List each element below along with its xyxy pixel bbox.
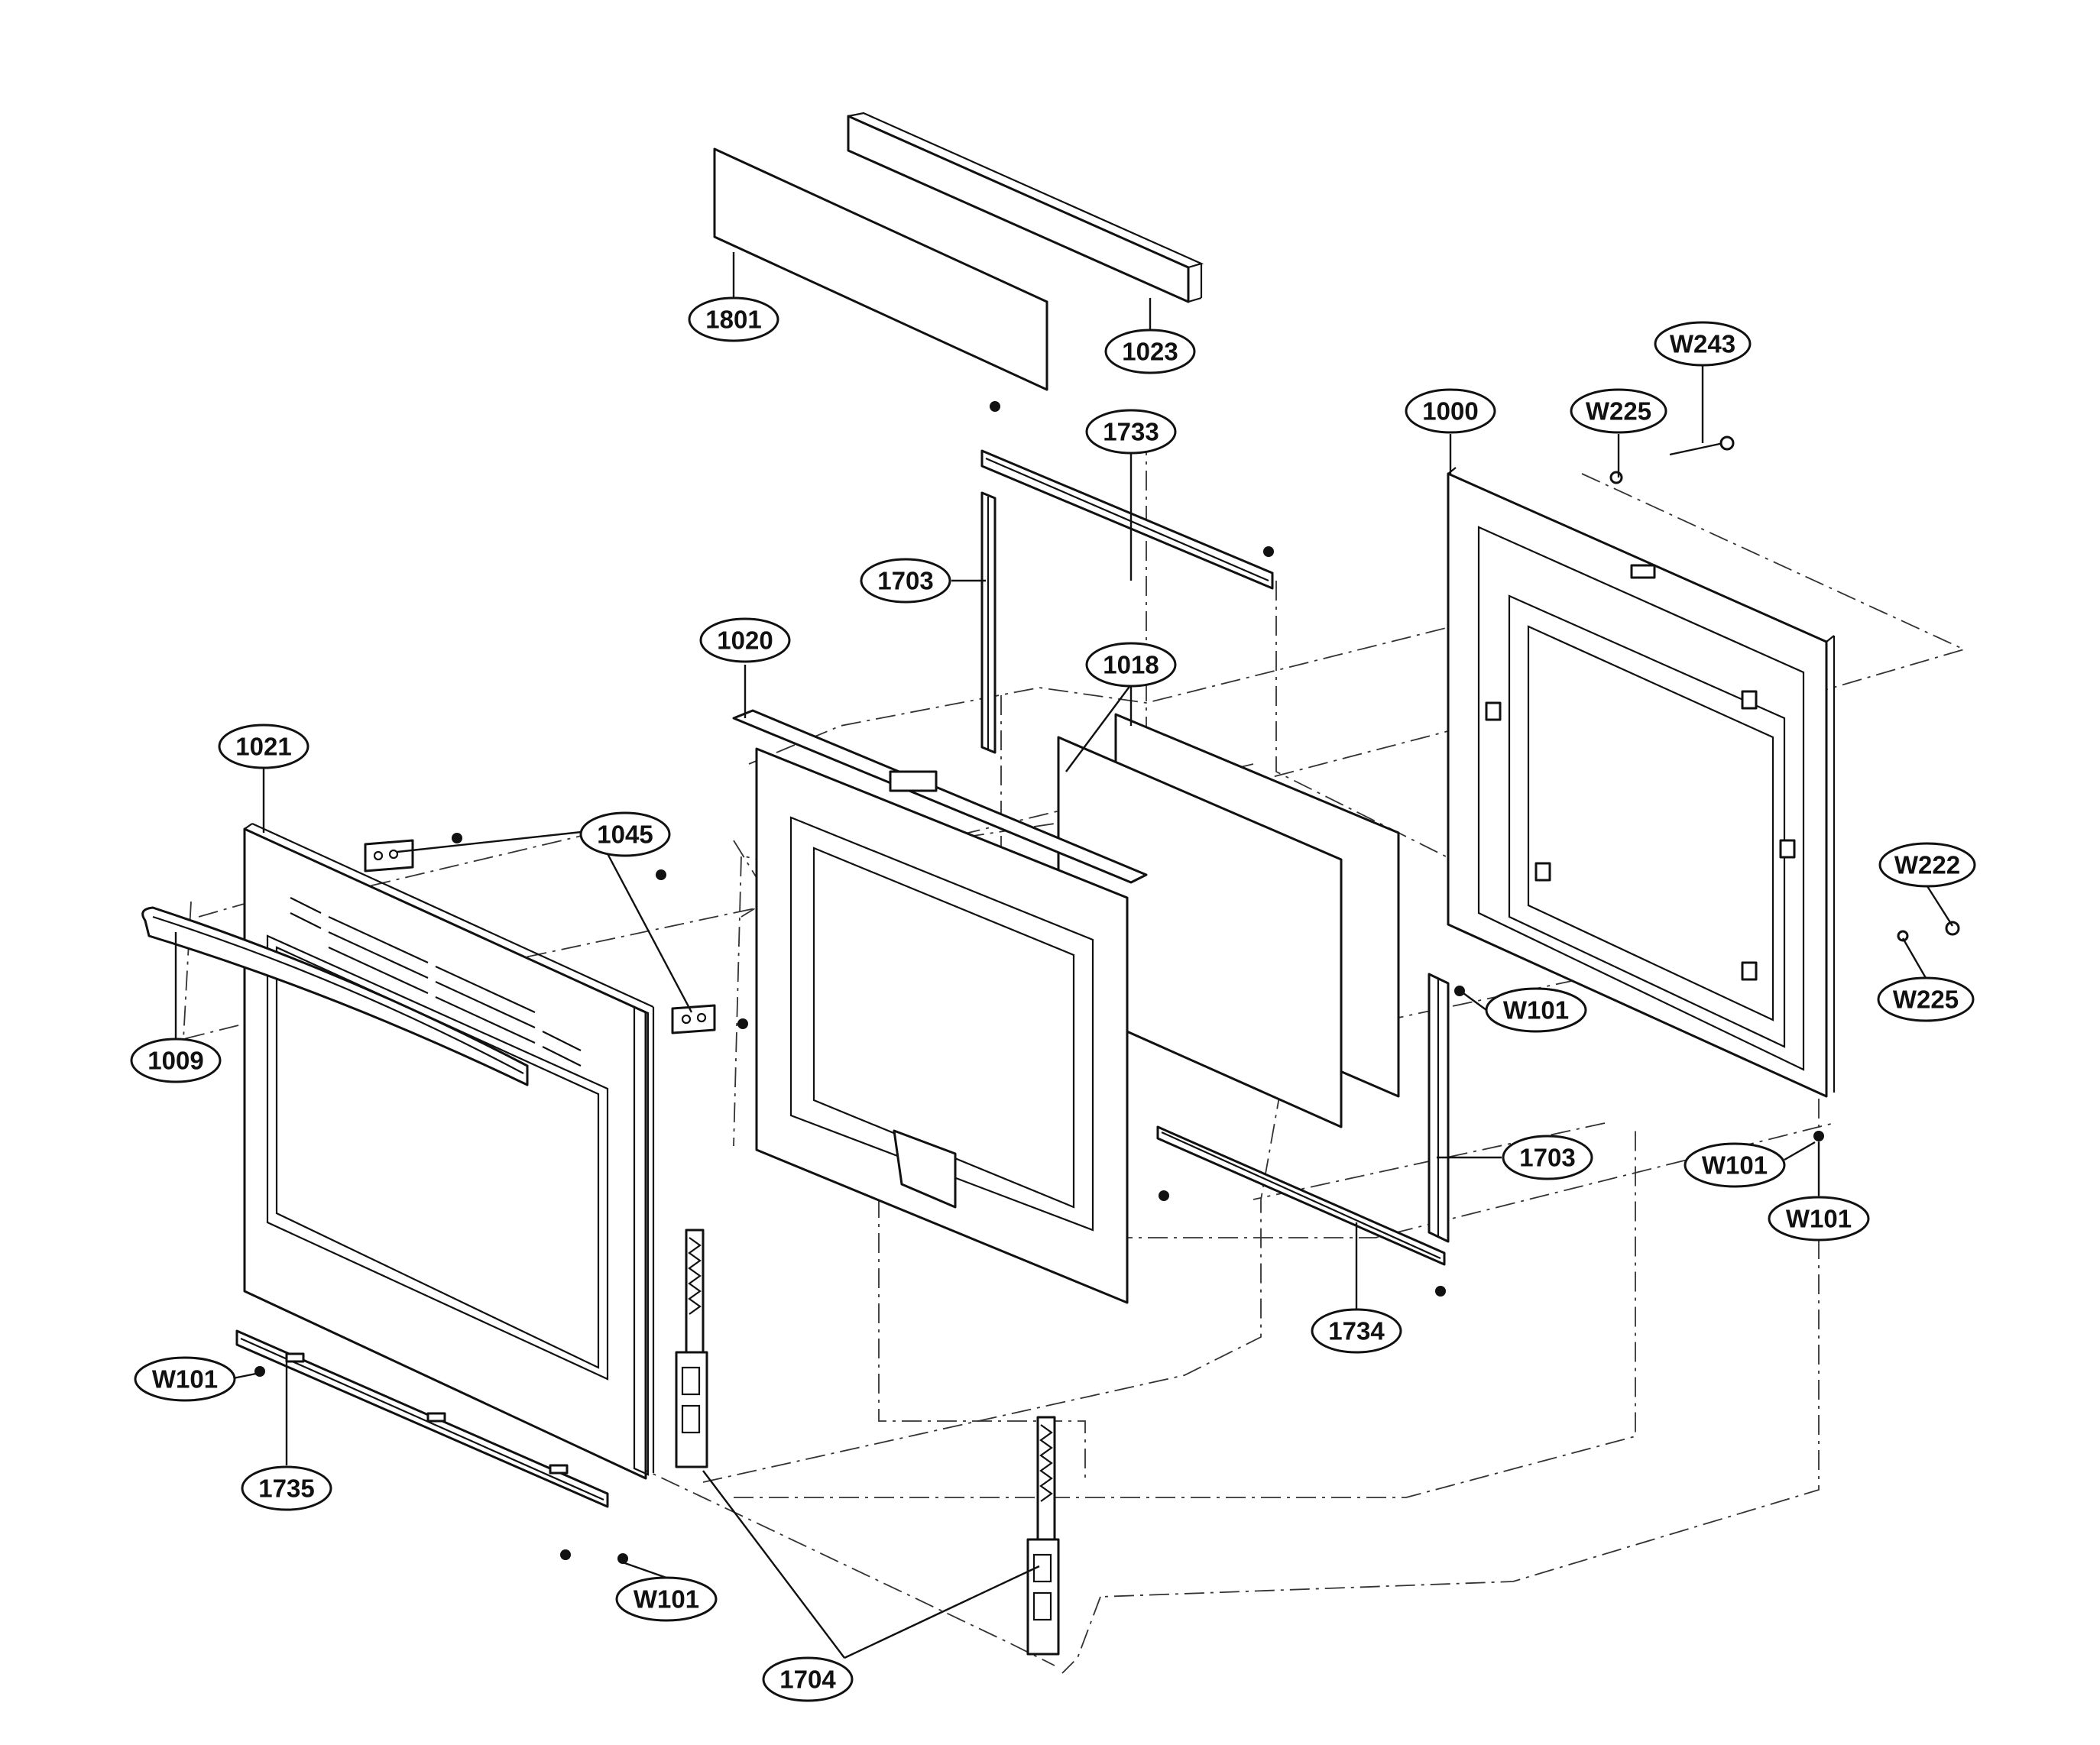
callout-1023: 1023	[1104, 329, 1196, 374]
callout-label: W101	[634, 1585, 699, 1614]
callout-1704: 1704	[762, 1656, 854, 1702]
callout-1801: 1801	[688, 296, 779, 342]
callout-label: W101	[1503, 996, 1569, 1025]
callout-w101-right-a: W101	[1684, 1142, 1786, 1188]
callout-label: 1735	[258, 1475, 314, 1503]
callout-label: W225	[1586, 397, 1651, 426]
callout-label: 1000	[1422, 397, 1478, 426]
callout-1009: 1009	[130, 1038, 222, 1083]
callout-w101-right-b: W101	[1768, 1196, 1870, 1242]
outer-door-1021	[243, 822, 655, 1480]
side-seal-1703-upper	[980, 491, 997, 754]
callout-label: 1018	[1103, 651, 1159, 679]
top-channel-1733	[980, 449, 1274, 590]
callout-1020: 1020	[699, 617, 791, 663]
callout-w101-bottom: W101	[615, 1576, 718, 1622]
middle-door-panel-1020	[732, 709, 1148, 1304]
door-handle-1009	[141, 906, 529, 1086]
callout-label: W101	[1786, 1205, 1852, 1233]
callout-w222: W222	[1878, 842, 1976, 888]
callout-label: 1703	[1519, 1144, 1575, 1172]
callout-1018: 1018	[1085, 642, 1177, 688]
glass-pane-1018	[1057, 713, 1400, 1128]
callout-label: W225	[1893, 986, 1959, 1014]
hinge-bracket-1045-upper	[364, 839, 414, 872]
callout-label: 1734	[1328, 1317, 1385, 1345]
callout-label: W243	[1670, 330, 1735, 358]
callout-1733: 1733	[1085, 409, 1177, 455]
callout-w101-left: W101	[134, 1356, 236, 1402]
fasteners	[254, 401, 1960, 1564]
screw-w243-head	[1719, 435, 1735, 451]
callout-label: 1733	[1103, 418, 1159, 446]
callout-label: W222	[1894, 851, 1960, 879]
callout-label: 1009	[147, 1047, 203, 1075]
callout-w101-seal: W101	[1485, 987, 1587, 1033]
callout-label: W101	[152, 1365, 218, 1394]
inner-door-frame-1000	[1447, 467, 1836, 1098]
callout-1703-lower: 1703	[1502, 1135, 1593, 1180]
hinge-1704-right	[1026, 1416, 1060, 1656]
callout-w225-top: W225	[1570, 388, 1667, 434]
callout-label: 1020	[717, 626, 773, 655]
callout-1703-upper: 1703	[860, 558, 951, 604]
callout-label: 1023	[1122, 338, 1178, 366]
callout-label: 1045	[597, 821, 653, 849]
callout-label: 1703	[877, 567, 933, 595]
glass-panel-1801	[713, 147, 1048, 391]
callout-1735: 1735	[241, 1465, 332, 1511]
bottom-channel-1734	[1156, 1125, 1446, 1266]
callout-1045: 1045	[579, 811, 671, 857]
callout-label: 1704	[779, 1666, 836, 1694]
callout-label: 1801	[705, 306, 761, 334]
hinge-bracket-1045-lower	[671, 1004, 716, 1034]
callout-label: 1021	[235, 733, 291, 761]
callout-1000: 1000	[1405, 388, 1496, 434]
callout-1734: 1734	[1311, 1308, 1402, 1354]
callout-w225-right: W225	[1877, 976, 1975, 1022]
bottom-trim-1735	[235, 1329, 609, 1508]
insulation-strip-1023	[847, 112, 1204, 303]
callout-w243: W243	[1654, 321, 1752, 367]
callout-label: W101	[1702, 1151, 1768, 1180]
side-seal-1703-lower	[1428, 973, 1450, 1243]
callout-1021: 1021	[218, 724, 309, 769]
hinge-1704-left	[675, 1229, 708, 1468]
